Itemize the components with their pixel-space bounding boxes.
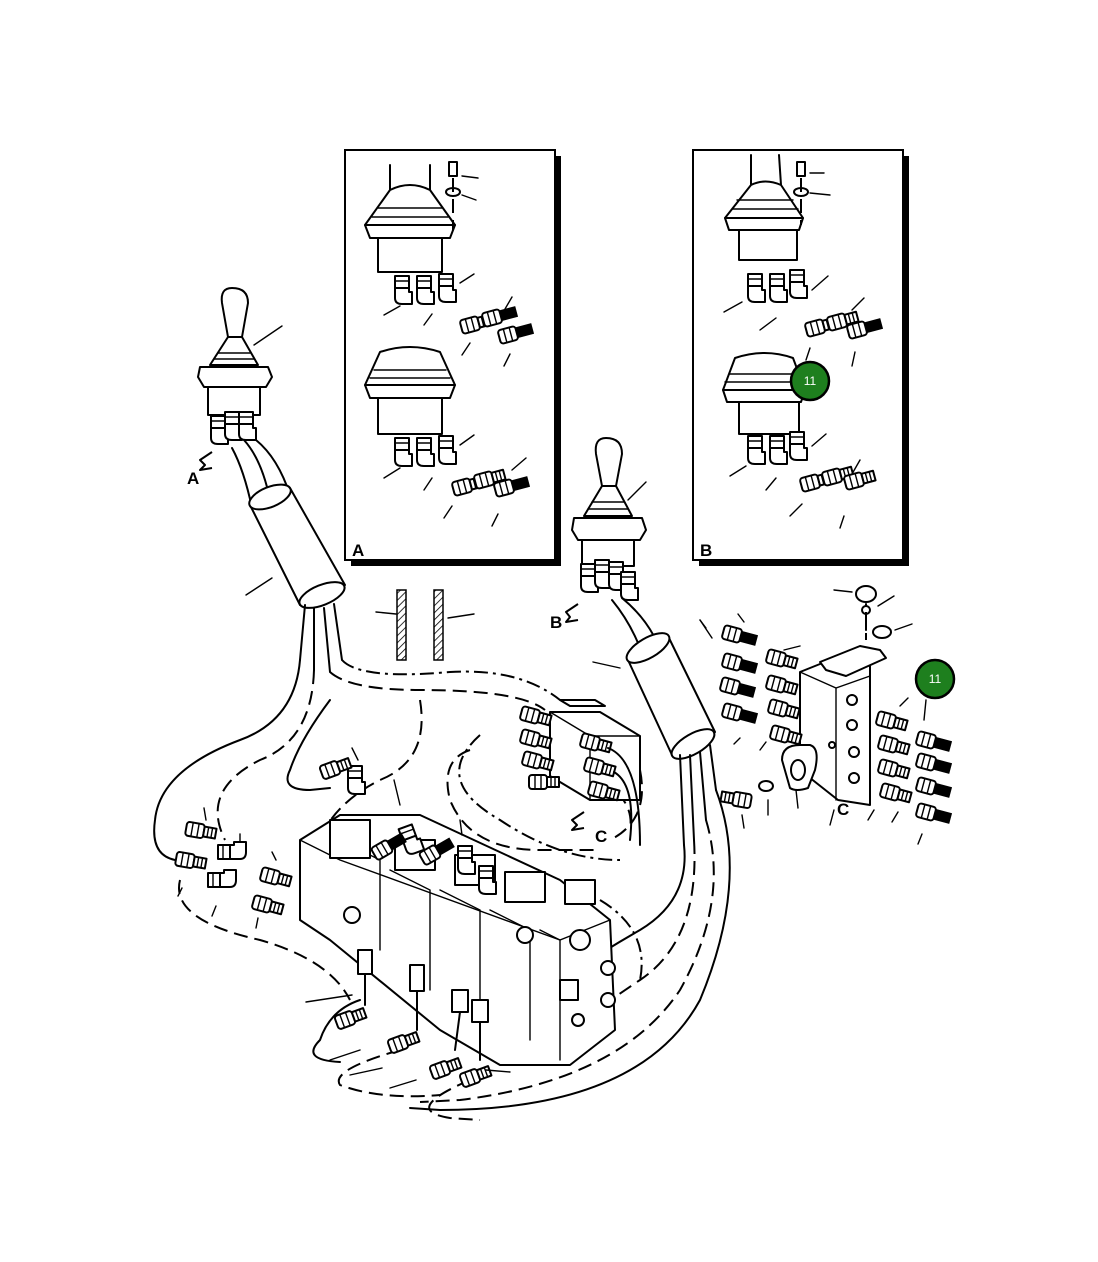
center-distribution-block: C (518, 699, 641, 846)
right-joystick-assembly: B (550, 437, 717, 846)
manifold-c-assembly: C (699, 585, 953, 845)
callout-11-manifold[interactable]: 11 (914, 658, 956, 700)
manifold-c-label: C (837, 800, 849, 819)
arrow-c-label: C (595, 827, 607, 846)
hose-routing-lines (153, 659, 731, 1121)
braided-hose-pieces (375, 589, 475, 661)
callout-11-inset-b-label: 11 (804, 374, 817, 388)
inset-a-label: A (352, 541, 364, 560)
callout-11-manifold-label: 11 (929, 672, 942, 686)
left-joystick-assembly: A (187, 287, 346, 673)
callout-11-inset-b[interactable]: 11 (789, 360, 831, 402)
loose-fittings-left (173, 807, 294, 929)
main-control-valve-bank (299, 747, 616, 1089)
arrow-b-label: B (550, 613, 562, 632)
inset-view-b: B (692, 149, 909, 566)
inset-view-a: A (344, 149, 561, 566)
inset-b-label: B (700, 541, 712, 560)
arrow-a-label: A (187, 469, 199, 488)
